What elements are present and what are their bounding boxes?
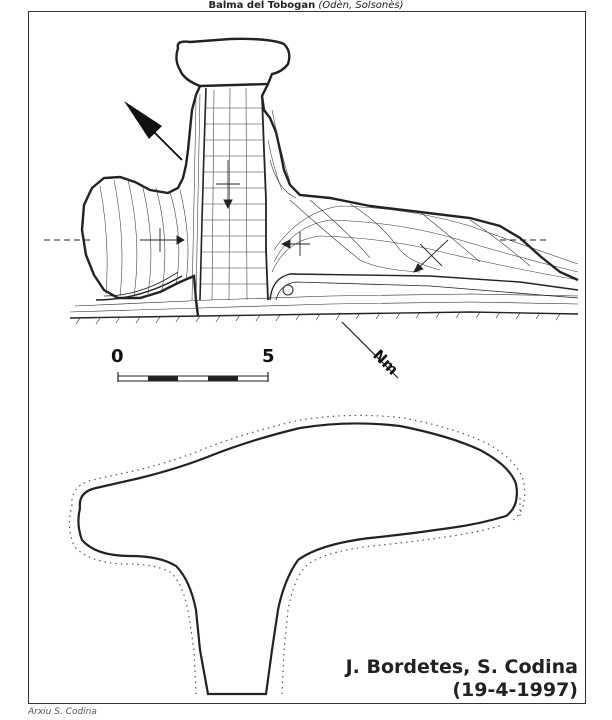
- map-frame: [28, 11, 586, 704]
- arrow-head-icon: [124, 101, 162, 139]
- ground-layers: [69, 293, 579, 313]
- ground-line: [69, 311, 579, 319]
- plan-outline: [77, 422, 518, 696]
- authors-block: J. Bordetes, S. Codina (19-4-1997): [346, 656, 578, 702]
- plan-view: [68, 414, 526, 696]
- scale-bar: [117, 372, 269, 382]
- scale-end-label: 5: [262, 346, 275, 367]
- ground-hatch: [75, 311, 561, 325]
- sinkhole-mark: [282, 284, 294, 296]
- left-lobe-floor: [95, 275, 183, 301]
- shaft-left-wall: [80, 85, 202, 317]
- cave-name: Balma del Tobogan: [208, 0, 316, 11]
- section-view: [44, 37, 579, 325]
- flow-arrows: [140, 160, 449, 273]
- scale-start-label: 0: [111, 346, 124, 367]
- floor-slab-inner: [275, 281, 579, 301]
- footer-credit: Arxiu S. Codina: [28, 707, 97, 717]
- chimney-cap: [175, 37, 291, 88]
- shaft-inner-right: [261, 95, 269, 301]
- direction-arrow: [124, 101, 183, 161]
- shaft-inner-left: [199, 87, 207, 301]
- shaft-right-wall: [260, 83, 579, 282]
- authors-names: J. Bordetes, S. Codina: [345, 656, 578, 678]
- plan-dripline: [68, 414, 526, 695]
- left-lobe-floor-inner: [103, 271, 179, 297]
- floor-slab: [269, 273, 579, 301]
- cave-location: (Odèn, Solsonès): [318, 0, 404, 11]
- magnetic-north-indicator: [341, 321, 399, 379]
- contour-lines: [99, 87, 579, 301]
- survey-date: (19-4-1997): [452, 679, 578, 701]
- map-title: Balma del Tobogan (Odèn, Solsonès): [0, 0, 612, 12]
